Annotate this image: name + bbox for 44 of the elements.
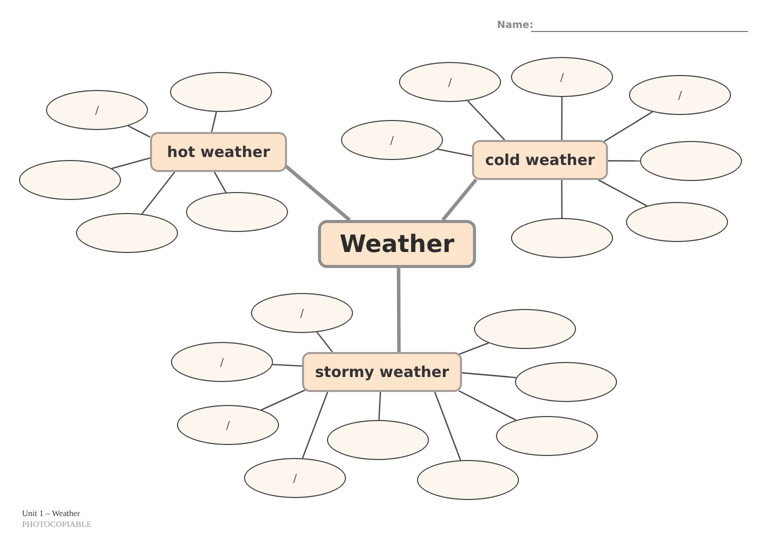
slash-mark: / — [300, 308, 304, 318]
connector-line — [284, 164, 351, 222]
central-topic-label: Weather — [340, 230, 454, 258]
subtopic-label: hot weather — [167, 143, 270, 161]
copyright-note: PHOTOCOPIABLE — [22, 519, 92, 529]
connector-line — [141, 172, 176, 214]
central-topic-box — [318, 220, 476, 268]
connector-line — [441, 178, 478, 222]
connector-line — [128, 125, 150, 138]
slash-mark: / — [95, 104, 99, 116]
connector-line — [378, 392, 382, 420]
connector-line — [261, 389, 306, 410]
connector-line — [211, 112, 217, 132]
connector-line — [608, 160, 640, 162]
subtopic-label: stormy weather — [314, 363, 449, 381]
subtopic-box — [150, 132, 287, 172]
connector-line — [561, 97, 563, 140]
connector-line — [112, 157, 150, 170]
connector-line — [437, 148, 472, 157]
slash-mark: / — [226, 420, 230, 430]
slash-mark: / — [220, 356, 224, 368]
slash-mark: / — [390, 134, 394, 146]
connector-line — [598, 179, 648, 206]
connector-line — [458, 342, 489, 355]
slash-mark: / — [678, 90, 682, 100]
connector-line — [302, 392, 328, 458]
connector-line — [316, 332, 333, 352]
subtopic-label: cold weather — [485, 151, 595, 169]
slash-mark: / — [293, 472, 297, 484]
name-label: Name: — [497, 20, 534, 31]
subtopic-box — [302, 352, 462, 392]
unit-title: Unit 1 – Weather — [22, 508, 80, 518]
slash-mark: / — [448, 76, 452, 88]
connector-line — [272, 364, 302, 367]
connector-line — [434, 392, 462, 460]
connector-line — [561, 180, 563, 218]
connector-line — [214, 172, 227, 193]
connector-line — [458, 390, 516, 421]
connector-line — [467, 100, 506, 140]
subtopic-box — [472, 140, 608, 180]
connector-line — [604, 111, 653, 142]
connector-line — [396, 268, 401, 352]
slash-mark: / — [560, 72, 564, 82]
connector-line — [462, 372, 516, 378]
